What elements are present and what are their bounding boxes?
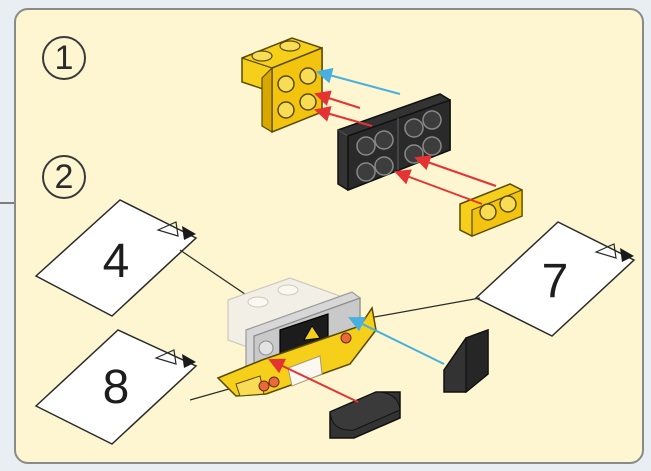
black-curved-tile-right (443, 328, 489, 394)
step2-arrows (268, 316, 445, 403)
yellow-bracket-piece (241, 37, 323, 134)
step1-arrows (314, 67, 497, 205)
callout-number-8: 8 (102, 361, 130, 414)
yellow-small-plate-piece (459, 183, 523, 237)
callout-number-7: 7 (541, 255, 569, 308)
step-number-2: 2 (42, 155, 86, 199)
callout-number-4: 4 (102, 235, 130, 288)
sticker-card-7 (474, 221, 636, 337)
step-number-1: 1 (42, 36, 86, 80)
black-curved-tile-bottom (329, 391, 401, 439)
sticker-card-4 (34, 199, 198, 317)
black-plate-piece (337, 93, 451, 192)
step-1-label: 1 (54, 39, 74, 77)
step-2-label: 2 (54, 158, 74, 196)
sticker-card-8 (34, 329, 198, 445)
page-connector-line (0, 202, 16, 204)
assembled-model (216, 277, 377, 397)
